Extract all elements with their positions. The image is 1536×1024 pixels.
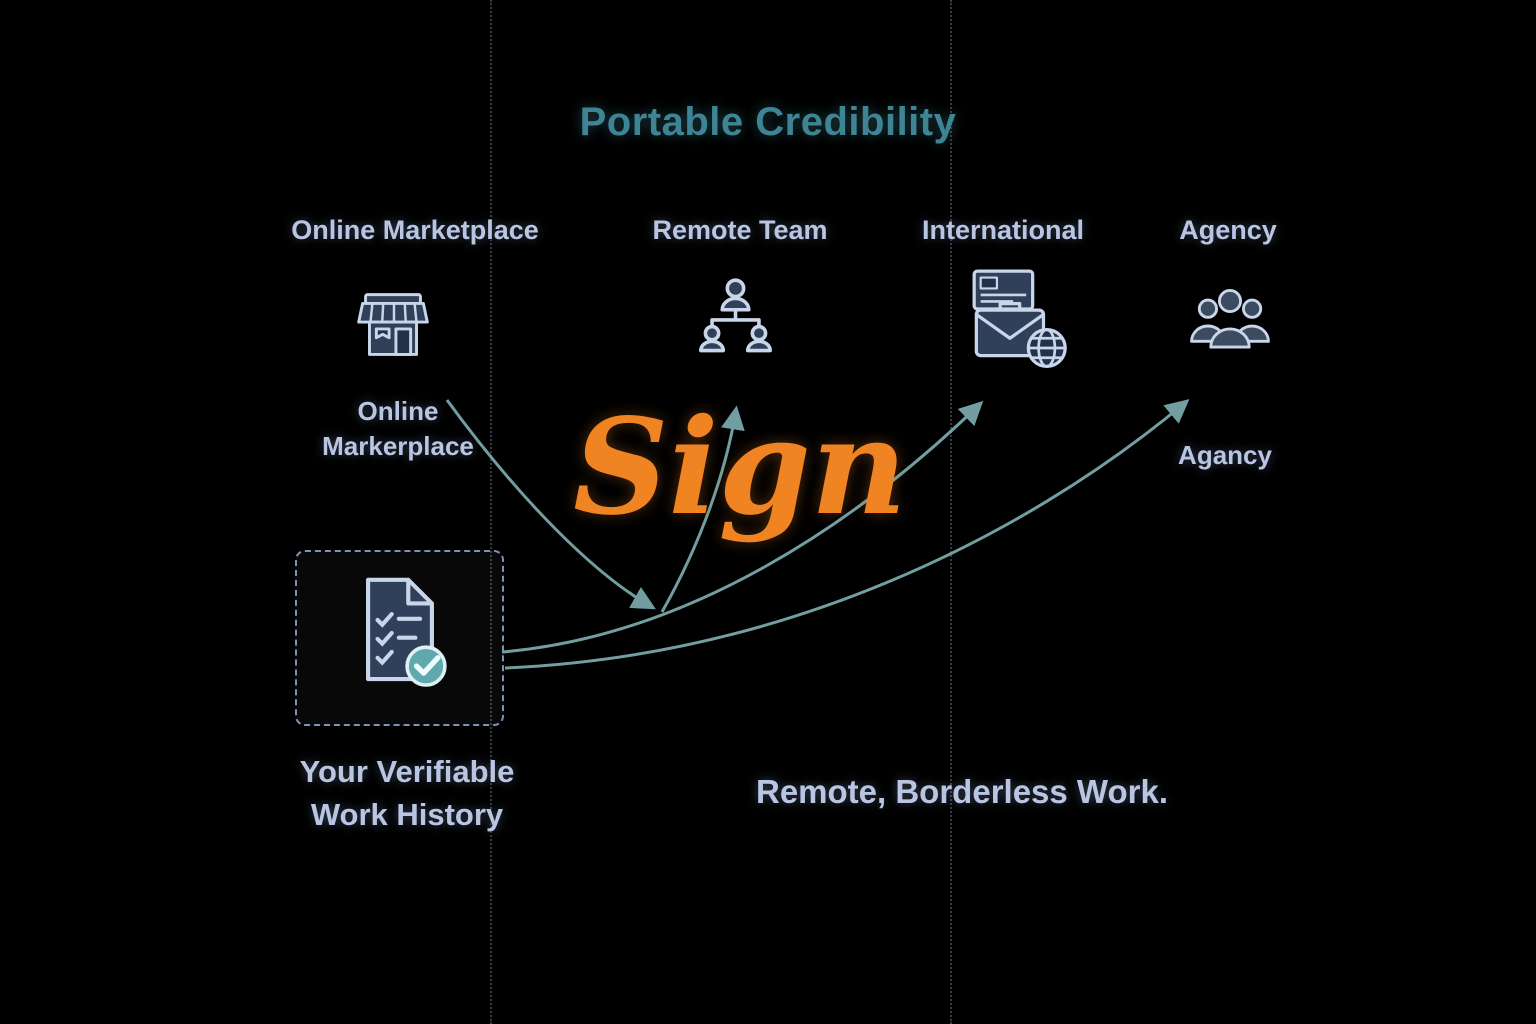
- sublabel-agency: Agancy: [1178, 440, 1272, 470]
- work-history-box: [295, 550, 504, 726]
- arrow-marketplace-to-center: [445, 399, 656, 610]
- sublabel-online-marketplace: Online Markerplace: [322, 396, 474, 462]
- page-title: Portable Credibility: [579, 100, 957, 144]
- arrow-to-international: [501, 400, 984, 654]
- label-agency: Agency: [1179, 215, 1277, 245]
- people-group-icon: [1182, 280, 1278, 372]
- vertical-dotted-guide-left: [490, 0, 492, 1024]
- briefcase-globe-icon: [946, 262, 1076, 382]
- sign-word: Sign: [573, 390, 907, 545]
- storefront-icon: [344, 276, 442, 376]
- label-online-marketplace: Online Marketplace: [291, 215, 539, 245]
- work-history-label: Your Verifiable Work History: [299, 754, 515, 833]
- arrow-to-agency: [504, 399, 1190, 670]
- org-chart-people-icon: [683, 272, 788, 374]
- tagline: Remote, Borderless Work.: [755, 773, 1169, 810]
- label-international: International: [921, 215, 1085, 245]
- arrow-to-remote-team: [660, 405, 745, 613]
- vertical-dotted-guide-right: [950, 0, 952, 1024]
- label-remote-team: Remote Team: [652, 215, 828, 245]
- document-check-icon: [335, 568, 465, 698]
